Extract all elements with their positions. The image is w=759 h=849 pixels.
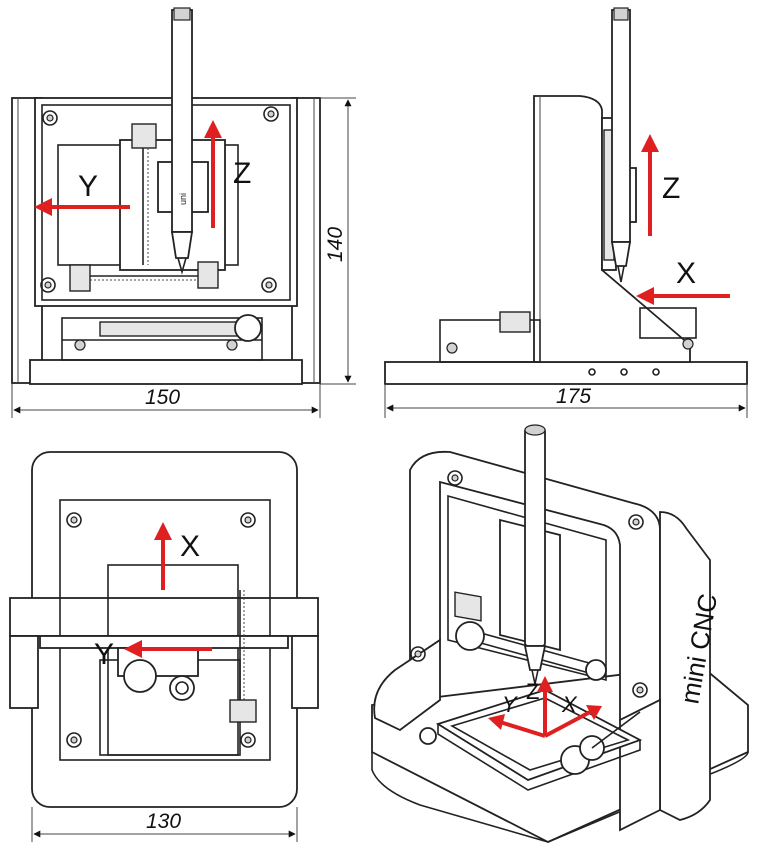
front-height-dimension: 140: [324, 227, 347, 262]
side-view: Z X 175: [384, 7, 748, 418]
side-x-axis-label: X: [676, 257, 696, 290]
front-y-axis-label: Y: [78, 170, 98, 203]
side-z-axis-label: Z: [662, 172, 680, 205]
isometric-view: Z Y X mini CNC: [371, 424, 749, 843]
iso-y-axis-label: Y: [502, 692, 518, 717]
front-z-axis-label: Z: [233, 157, 251, 190]
top-x-axis-label: X: [180, 530, 200, 563]
side-depth-dimension: 175: [556, 385, 591, 408]
front-view: uni Y Z 150 140: [11, 7, 356, 418]
iso-z-axis-label: Z: [526, 679, 539, 704]
front-width-dimension: 150: [145, 386, 180, 409]
top-y-axis-label: Y: [94, 638, 114, 671]
iso-x-axis-label: X: [561, 692, 578, 717]
front-pen-label: uni: [178, 193, 188, 205]
top-view: X Y 130: [9, 451, 319, 842]
top-width-dimension: 130: [146, 810, 181, 833]
